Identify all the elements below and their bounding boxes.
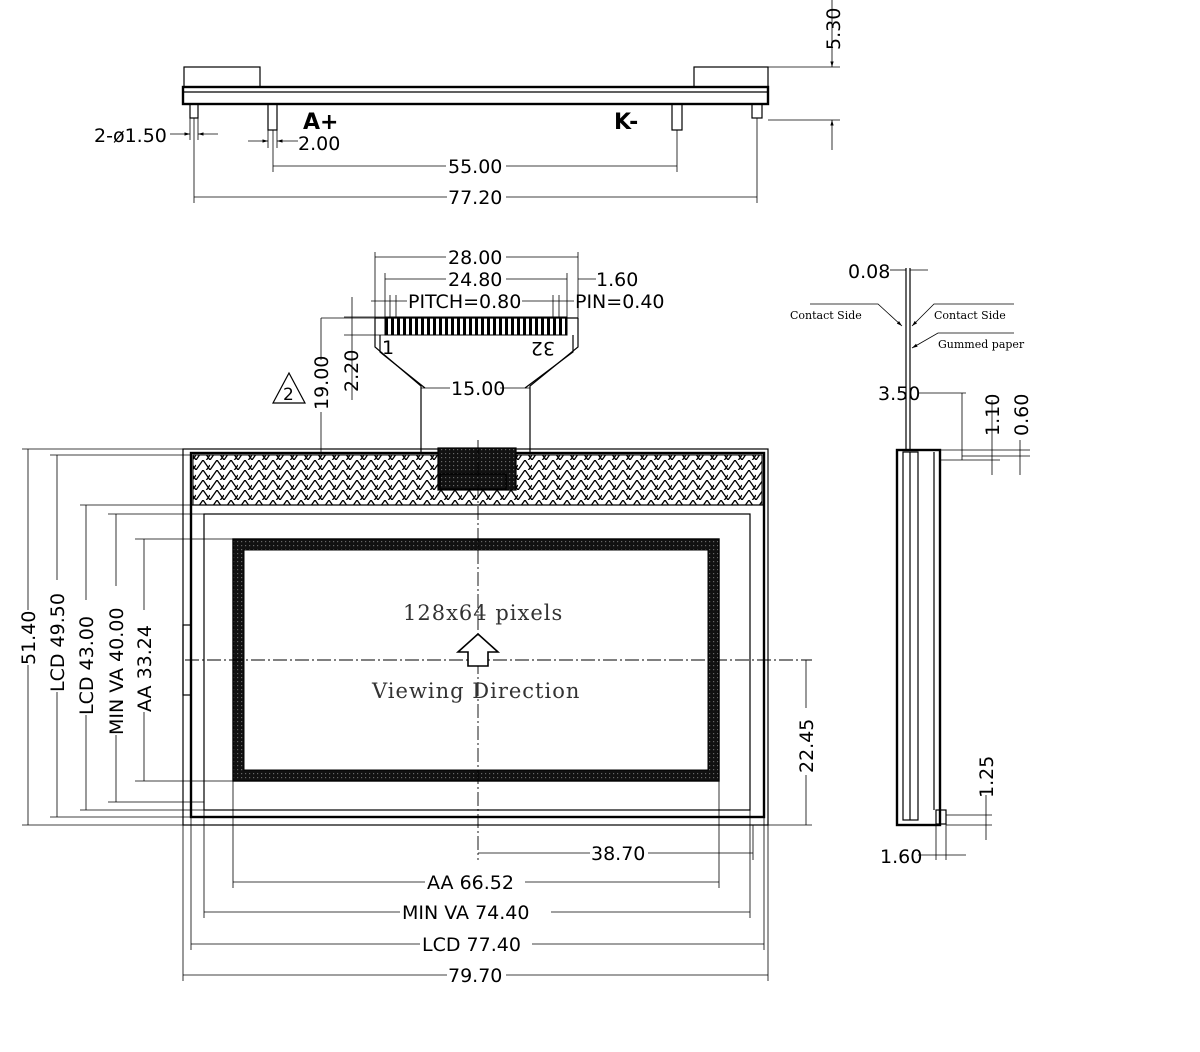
top-pin-right-hole: [751, 103, 763, 119]
dim-outline-width: 79.70: [448, 965, 502, 987]
dim-minva-width: MIN VA 74.40: [402, 902, 529, 924]
note-triangle-icon: [272, 371, 306, 404]
dim-lcd-height: LCD 49.50: [47, 593, 69, 692]
side-view: 0.08 Contact Side Contact Side Gummed pa…: [790, 261, 1033, 868]
fpc-pin-comb: [384, 316, 568, 336]
dim-pin-span: 55.00: [448, 156, 502, 178]
top-pin-left-hole: [189, 103, 199, 119]
fpc-cable: 1 32 28.00 24.80 1.60 PITCH=0.80 PIN=0.4…: [272, 247, 665, 452]
dim-fpc-tab: 2.20: [341, 350, 363, 392]
dim-fpc-pin-span: 24.80: [448, 269, 502, 291]
dim-side-depth: 3.50: [878, 383, 920, 405]
dim-lcd-width: LCD 77.40: [422, 934, 521, 956]
viewing-direction-arrow-icon: [455, 632, 501, 667]
fpc-pin-last: 32: [531, 337, 555, 359]
dim-fpc-neck: 15.00: [451, 378, 505, 400]
dim-holes: 2-ø1.50: [94, 125, 167, 147]
gummed-paper: Gummed paper: [938, 338, 1025, 351]
top-left-block: [183, 66, 261, 88]
dim-fpc-margin: 1.60: [596, 269, 638, 291]
pixel-count: 128x64 pixels: [403, 601, 563, 625]
dim-center-vertical: 22.45: [796, 719, 818, 773]
dim-top-width: 77.20: [448, 187, 502, 209]
dim-side-125: 1.25: [976, 756, 998, 798]
dim-top-height: 5.30: [823, 8, 845, 50]
fpc-pin-width: PIN=0.40: [575, 291, 665, 313]
side-body: [895, 448, 942, 827]
label-a-plus: A+: [303, 110, 338, 135]
dim-pin-offset: 2.00: [298, 133, 340, 155]
top-view: A+ K- 5.30 2-ø1.50 2.00 55.00 77.20: [94, 0, 845, 209]
dim-fpc-width: 28.00: [448, 247, 502, 269]
label-k-minus: K-: [614, 110, 638, 135]
top-right-block: [693, 66, 769, 88]
dim-fpc-thickness: 0.08: [848, 261, 890, 283]
front-view: 128x64 pixels Viewing Direction 51.40 LC…: [18, 440, 818, 987]
top-body: [181, 85, 770, 106]
dim-side-160: 1.60: [880, 846, 922, 868]
top-pin-a: [267, 103, 278, 131]
contact-side-right: Contact Side: [934, 309, 1006, 322]
viewing-area: [203, 513, 751, 811]
note-marker: 2: [283, 385, 294, 405]
viewing-direction: Viewing Direction: [371, 679, 580, 703]
top-pin-k: [671, 103, 683, 131]
dim-minva-lcd-height: LCD 43.00: [76, 616, 98, 715]
dim-side-060: 0.60: [1011, 394, 1033, 436]
dim-minva-height: MIN VA 40.00: [106, 608, 128, 735]
dim-aa-width: AA 66.52: [427, 872, 514, 894]
dim-outline-height: 51.40: [18, 611, 40, 665]
fpc-pitch: PITCH=0.80: [408, 291, 521, 313]
fpc-pin-first: 1: [382, 337, 394, 359]
ic-bond: [437, 447, 517, 491]
dim-side-110: 1.10: [982, 394, 1004, 436]
contact-side-left: Contact Side: [790, 309, 862, 322]
dim-fpc-length: 19.00: [311, 356, 333, 410]
dim-aa-height: AA 33.24: [134, 625, 156, 712]
dim-center-horizontal: 38.70: [591, 843, 645, 865]
